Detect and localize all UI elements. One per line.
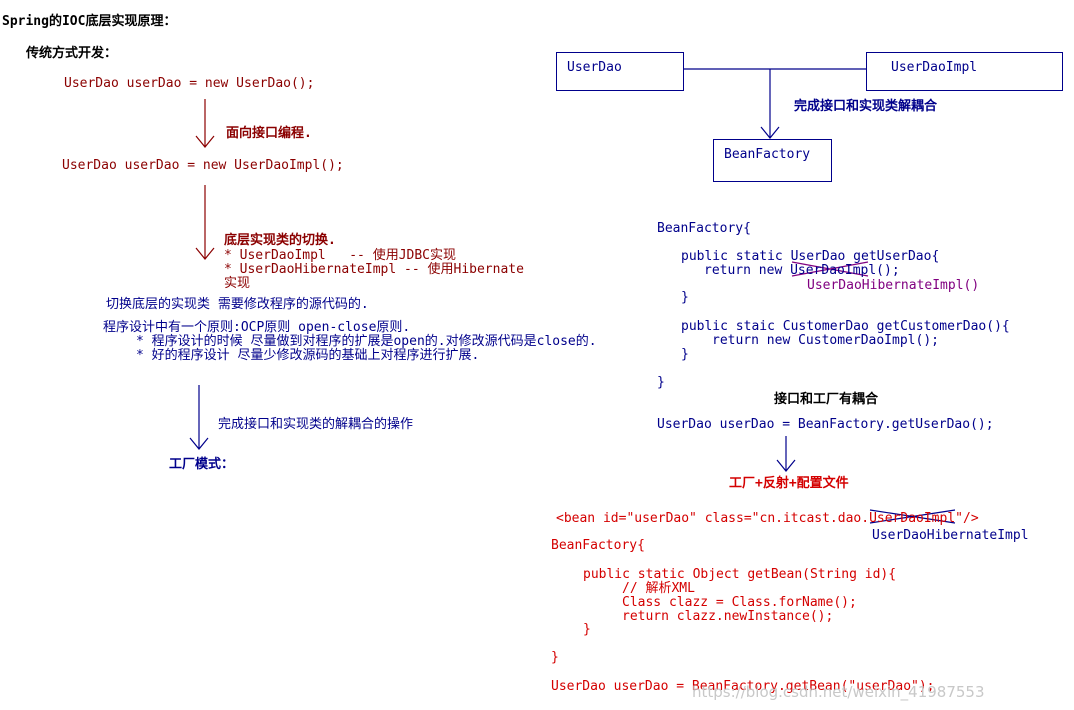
code-new-userdaoimpl: UserDao userDao = new UserDaoImpl(); — [62, 158, 344, 173]
switch-item-jdbc: * UserDaoImpl -- 使用JDBC实现 — [224, 248, 457, 263]
strike-bean-class — [869, 509, 956, 524]
page-title: Spring的IOC底层实现原理： — [2, 14, 177, 29]
bf2-new-instance: return clazz.newInstance(); — [622, 609, 834, 624]
watermark: https://blog.csdn.net/weixin_41987553 — [692, 683, 985, 701]
bf-method-getuserdao: public static UserDao getUserDao{ — [681, 249, 940, 264]
final-getbean-call: UserDao userDao = BeanFactory.getBean("u… — [551, 679, 935, 694]
code-new-userdao: UserDao userDao = new UserDao(); — [64, 76, 315, 91]
box-userdao-label: UserDao — [567, 60, 622, 75]
bf-open: BeanFactory{ — [657, 221, 751, 236]
arrow-label-decouple: 完成接口和实现类的解耦合的操作 — [218, 417, 414, 432]
switch-item-hibernate-cont: 实现 — [224, 276, 251, 291]
note-ocp-2: * 好的程序设计 尽量少修改源码的基础上对程序进行扩展. — [136, 348, 480, 363]
box-userdaoimpl: UserDaoImpl — [866, 52, 1063, 91]
factory-mode-label: 工厂模式： — [169, 457, 235, 472]
bf2-method-getbean: public static Object getBean(String id){ — [583, 567, 897, 582]
bf-close: } — [657, 375, 665, 390]
bf2-comment-parse-xml: // 解析XML — [622, 581, 695, 596]
traditional-heading: 传统方式开发： — [26, 46, 118, 61]
bf-getuserdao-call: UserDao userDao = BeanFactory.getUserDao… — [657, 417, 994, 432]
coupled-label: 接口和工厂有耦合 — [774, 392, 879, 407]
box-userdaoimpl-label: UserDaoImpl — [891, 60, 978, 75]
bf2-method-close: } — [583, 622, 591, 637]
connector-boxes — [682, 68, 866, 139]
bf-method-getcustomerdao: public staic CustomerDao getCustomerDao(… — [681, 319, 1010, 334]
bf-method2-close: } — [681, 347, 689, 362]
bf2-open: BeanFactory{ — [551, 538, 645, 553]
bean-xml-config: <bean id="userDao" class="cn.itcast.dao.… — [556, 511, 979, 526]
strike-userdaoimpl — [791, 261, 869, 277]
switch-heading: 底层实现类的切换. — [224, 233, 336, 248]
arrow-label-interface: 面向接口编程. — [226, 126, 312, 141]
decouple-label: 完成接口和实现类解耦合 — [794, 99, 938, 114]
note-ocp-1: * 程序设计的时候 尽量做到对程序的扩展是open的.对修改源代码是close的… — [136, 334, 597, 349]
bf-return-userdaoimpl: return new UserDaoImpl(); — [704, 263, 900, 278]
note-source-change: 切换底层的实现类 需要修改程序的源代码的. — [106, 297, 369, 312]
bf-replacement-hibernate: UserDaoHibernateImpl() — [807, 278, 980, 293]
arrow-down-4 — [776, 436, 796, 472]
arrow-down-2 — [195, 185, 215, 260]
bf-method1-close: } — [681, 290, 689, 305]
note-ocp: 程序设计中有一个原则:OCP原则 open-close原则. — [103, 320, 411, 335]
box-beanfactory: BeanFactory — [713, 139, 832, 182]
bf2-class-forname: Class clazz = Class.forName(); — [622, 595, 857, 610]
arrow-down-3 — [189, 385, 209, 450]
bean-xml-replacement: UserDaoHibernateImpl — [872, 528, 1029, 543]
box-beanfactory-label: BeanFactory — [724, 147, 811, 162]
reflect-label: 工厂+反射+配置文件 — [729, 476, 849, 491]
switch-item-hibernate: * UserDaoHibernateImpl -- 使用Hibernate — [224, 262, 524, 277]
arrow-down-1 — [195, 99, 215, 148]
box-userdao: UserDao — [556, 52, 684, 91]
bf2-close: } — [551, 650, 559, 665]
bf-return-customerdaoimpl: return new CustomerDaoImpl(); — [712, 333, 939, 348]
